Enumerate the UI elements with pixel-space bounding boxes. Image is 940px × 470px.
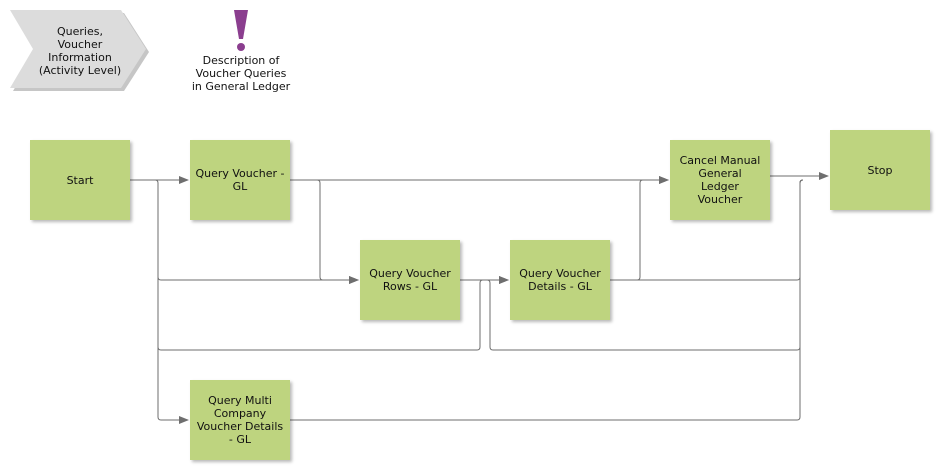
node-query-voucher-rows[interactable]: Query Voucher Rows - GL [360, 240, 460, 320]
node-query-multi-company-label: Query Multi Company Voucher Details - GL [196, 394, 284, 446]
connector-start-to-query-multi [157, 347, 189, 424]
info-note-label: Description of Voucher Queries in Genera… [191, 54, 291, 93]
process-context-chevron: Queries, Voucher Information (Activity L… [10, 10, 152, 92]
connector-start-to-query-details [157, 276, 509, 351]
process-context-label: Queries, Voucher Information (Activity L… [38, 25, 122, 77]
node-start[interactable]: Start [30, 140, 130, 220]
node-query-voucher-rows-label: Query Voucher Rows - GL [369, 267, 451, 293]
node-start-label: Start [66, 173, 94, 187]
node-stop-label: Stop [867, 163, 893, 177]
node-stop[interactable]: Stop [830, 130, 930, 210]
node-query-voucher[interactable]: Query Voucher - GL [190, 140, 290, 220]
node-query-voucher-details[interactable]: Query Voucher Details - GL [510, 240, 610, 320]
node-query-voucher-details-label: Query Voucher Details - GL [519, 267, 601, 293]
node-cancel-manual-voucher-label: Cancel Manual General Ledger Voucher [679, 154, 761, 206]
node-query-multi-company[interactable]: Query Multi Company Voucher Details - GL [190, 380, 290, 460]
chevron-shape [10, 10, 149, 91]
connector-query-details-to-cancel [610, 176, 669, 281]
connector-start-to-query-rows [150, 179, 359, 284]
connector-query-voucher-to-query-rows [290, 179, 359, 284]
node-query-voucher-label: Query Voucher - GL [195, 167, 285, 193]
connector-query-multi-to-stop [290, 179, 804, 421]
info-note: Description of Voucher Queries in Genera… [182, 10, 300, 93]
exclamation-icon [234, 10, 248, 51]
node-cancel-manual-voucher[interactable]: Cancel Manual General Ledger Voucher [670, 140, 770, 220]
